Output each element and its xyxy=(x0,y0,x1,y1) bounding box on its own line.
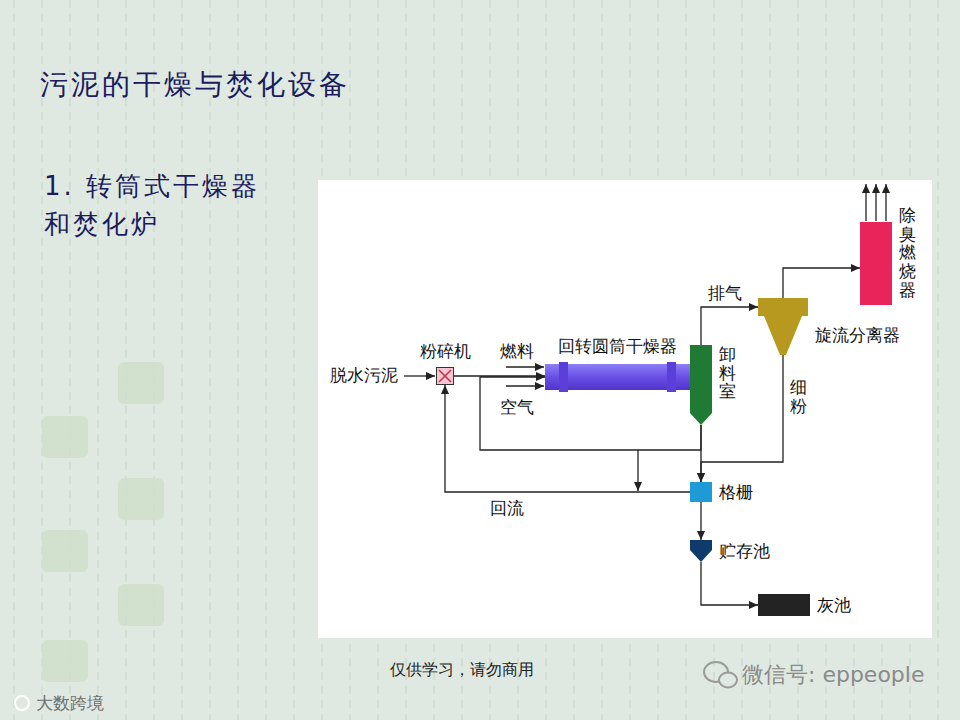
edge-label: 排气 xyxy=(708,282,742,305)
flow-line xyxy=(445,385,690,492)
crusher: 粉碎机 xyxy=(436,367,454,385)
flow-line xyxy=(700,502,701,540)
discharge-chamber: 卸料室 xyxy=(690,345,712,425)
flow-line xyxy=(783,268,860,298)
slide-title: 污泥的干燥与焚化设备 xyxy=(40,66,350,104)
node-label: 除臭燃烧器 xyxy=(899,206,916,299)
footer-note: 仅供学习，请勿商用 xyxy=(390,660,534,681)
watermark: 大数跨境 xyxy=(36,692,104,715)
hopper-shape xyxy=(690,345,712,425)
node-label: 旋流分离器 xyxy=(815,324,900,347)
rotary-dryer: 回转圆筒干燥器 xyxy=(545,362,690,392)
air-label: 空气 xyxy=(500,396,534,419)
node-label: 回转圆筒干燥器 xyxy=(558,335,677,358)
node-label: 格栅 xyxy=(719,481,753,504)
node-label: 灰池 xyxy=(817,594,851,617)
burner-shape xyxy=(860,222,892,305)
mill-shape xyxy=(436,367,454,385)
ash-pit: 灰池 xyxy=(758,594,810,616)
tank-shape xyxy=(690,540,712,562)
subtitle: 1. 转筒式干燥器和焚化炉 xyxy=(44,168,276,243)
storage-tank: 贮存池 xyxy=(690,540,712,562)
screen: 格栅 xyxy=(690,482,712,502)
input-label: 脱水污泥 xyxy=(330,364,398,387)
flow-line xyxy=(701,307,758,345)
watermark: 微信号: eppeople xyxy=(742,660,924,690)
screen-shape xyxy=(690,482,712,502)
rect-shape xyxy=(758,594,810,616)
deodor-burner: 除臭燃烧器 xyxy=(860,222,892,305)
node-label: 贮存池 xyxy=(719,540,770,563)
flow-line xyxy=(701,355,783,482)
edge-label: 回流 xyxy=(490,497,524,520)
node-label: 卸料室 xyxy=(719,345,736,401)
drum-shape xyxy=(545,362,690,392)
node-label: 粉碎机 xyxy=(420,340,471,363)
cyclone-separator: 旋流分离器 xyxy=(758,298,808,355)
cyclone-shape xyxy=(758,298,808,355)
edge-label: 细粉 xyxy=(790,378,807,415)
flow-line xyxy=(701,562,758,605)
fuel-label: 燃料 xyxy=(500,340,534,363)
